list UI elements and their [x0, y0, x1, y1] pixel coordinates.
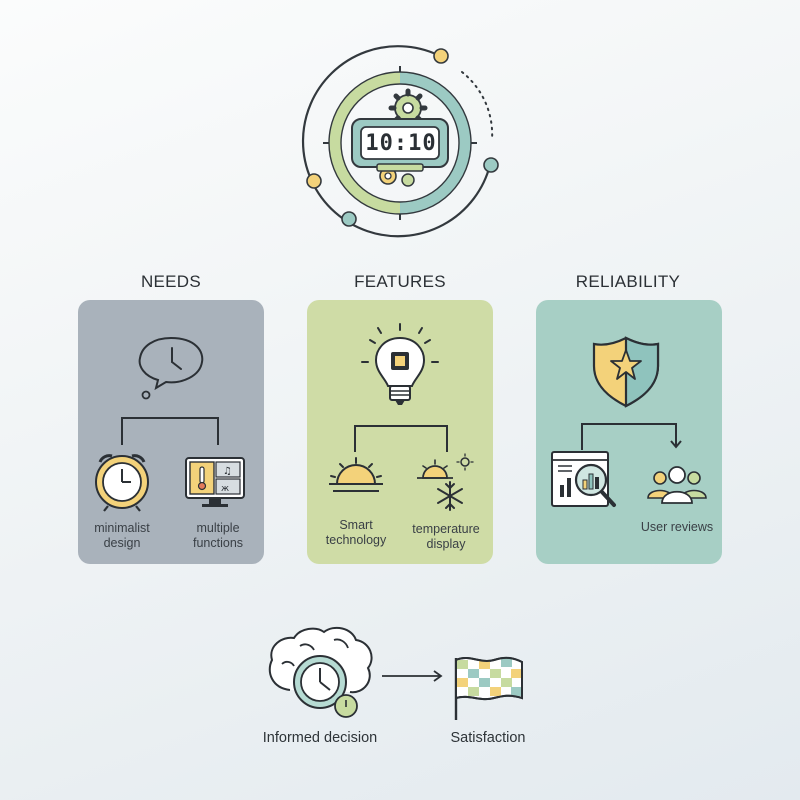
svg-text:♫: ♫ — [223, 466, 232, 477]
item-label-smart-technology: Smart technology — [325, 518, 387, 547]
decision-flow: Informed decision Satisfaction — [260, 620, 550, 746]
heading-features: FEATURES — [354, 272, 446, 291]
panel-features: Smart technology temperature display — [307, 300, 493, 564]
item-label-user-reviews: User reviews — [640, 520, 714, 534]
speech-bubble-clock-icon — [138, 336, 204, 400]
item-label-temperature-display: temperature display — [412, 522, 480, 551]
svg-text:ж: ж — [221, 484, 229, 494]
panel-reliability: User reviews — [536, 300, 722, 564]
informed-decision-label: Informed decision — [262, 730, 378, 746]
magnifier-report-icon — [551, 451, 616, 507]
sunrise-icon — [329, 457, 383, 492]
checkered-flag-icon — [454, 656, 523, 720]
hero-graphic: 10:10 — [290, 40, 510, 250]
item-label-minimalist-design: minimalist design — [94, 521, 150, 550]
lightbulb-chip-icon — [361, 323, 439, 405]
heading-needs: NEEDS — [140, 272, 202, 291]
shield-star-icon — [592, 336, 660, 408]
arrow-right-icon — [382, 670, 443, 682]
multi-function-display-icon: ♫ ж — [185, 457, 245, 507]
users-group-icon — [647, 466, 707, 504]
brain-clock-icon — [268, 626, 373, 718]
alarm-clock-icon — [95, 454, 149, 512]
heading-reliability: RELIABILITY — [575, 272, 681, 291]
panel-needs: ♫ ж minimalist design multiple functions — [78, 300, 264, 564]
item-label-multiple-functions: multiple functions — [192, 521, 244, 550]
satisfaction-label: Satisfaction — [450, 730, 526, 746]
sun-snowflake-icon — [417, 453, 474, 511]
clock-display-text: 10:10 — [365, 131, 437, 156]
